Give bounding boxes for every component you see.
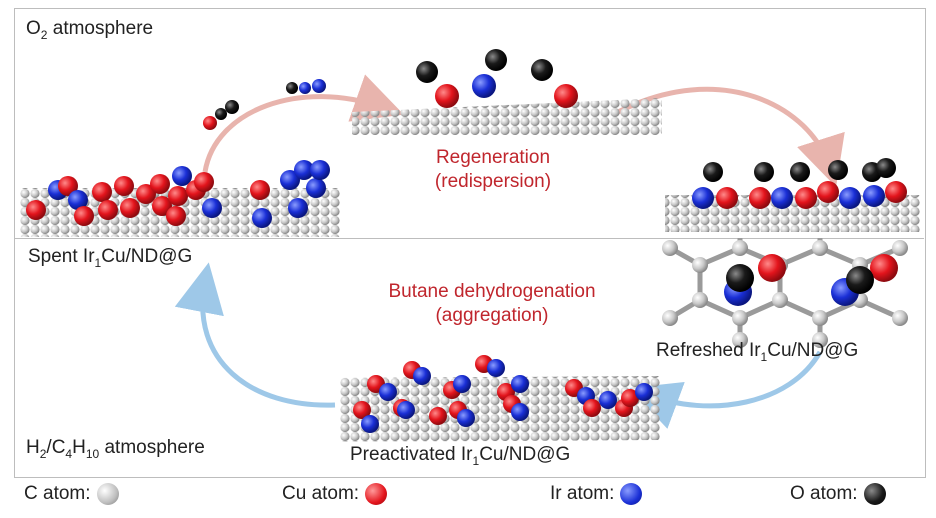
refreshed-pre: Refreshed Ir [656, 340, 761, 361]
top-atmosphere-label: O2 atmosphere [26, 18, 153, 42]
legend-c-atom: C atom: [24, 480, 119, 508]
ir-atom-swatch-icon [620, 483, 643, 505]
legend-c-label: C atom: [24, 483, 91, 504]
regeneration-arrow-right [616, 86, 845, 188]
cu-atom-swatch-icon [365, 483, 388, 505]
o2-symbol: O [26, 18, 41, 39]
gas-molecules [203, 79, 326, 130]
legend-o-label: O atom: [790, 483, 858, 504]
atmosphere-word-bottom: atmosphere [99, 437, 205, 458]
atmosphere-word: atmosphere [47, 18, 154, 39]
regeneration-subtitle: (redispersion) [434, 171, 552, 192]
graphene-lattice-atoms [662, 240, 908, 348]
o2-subscript: 2 [40, 27, 48, 42]
legend-ir-label: Ir atom: [550, 483, 615, 504]
h10-subscript: 10 [85, 446, 100, 461]
legend-cu-atom: Cu atom: [282, 480, 388, 508]
refreshed-adsorbates [692, 158, 907, 209]
c4-subscript: 4 [65, 446, 73, 461]
h10-symbol: H [72, 437, 86, 458]
regeneration-arrow-left [202, 74, 404, 173]
preactivated-sub: 1 [472, 453, 480, 468]
legend-o-atom: O atom: [790, 480, 886, 508]
preactivated-label: Preactivated Ir1Cu/ND@G [350, 444, 570, 468]
h2-subscript: 2 [39, 446, 47, 461]
dehydrogenation-arrow-left [174, 262, 336, 408]
bottom-atmosphere-label: H2/C4H10 atmosphere [26, 437, 205, 461]
regeneration-label: Regeneration (redispersion) [398, 146, 588, 194]
dehydrogenation-title: Butane dehydrogenation [388, 281, 596, 302]
dehydrogenation-arrow-bottom [629, 350, 823, 429]
h2-symbol: H [26, 437, 40, 458]
preactivated-pre: Preactivated Ir [350, 444, 473, 465]
preactivated-post: Cu/ND@G [479, 444, 571, 465]
regeneration-title: Regeneration [435, 147, 551, 168]
spent-sub: 1 [94, 255, 102, 270]
dehydrogenation-label: Butane dehydrogenation (aggregation) [352, 280, 632, 328]
atmosphere-divider [14, 238, 924, 239]
middle-adsorbates [416, 49, 578, 108]
spent-pre: Spent Ir [28, 246, 95, 267]
o-atom-swatch-icon [863, 483, 886, 505]
spent-label: Spent Ir1Cu/ND@G [28, 246, 192, 270]
c4-symbol: /C [46, 437, 66, 458]
refreshed-label: Refreshed Ir1Cu/ND@G [656, 340, 858, 364]
refreshed-post: Cu/ND@G [767, 340, 859, 361]
legend-cu-label: Cu atom: [282, 483, 360, 504]
legend-ir-atom: Ir atom: [550, 480, 643, 508]
preactivated-adsorbates [353, 355, 653, 433]
refreshed-sub: 1 [760, 349, 768, 364]
spent-post: Cu/ND@G [101, 246, 193, 267]
dehydrogenation-subtitle: (aggregation) [435, 305, 549, 326]
spent-cluster [26, 160, 330, 228]
surface-middle [352, 98, 662, 135]
c-atom-swatch-icon [96, 483, 119, 505]
